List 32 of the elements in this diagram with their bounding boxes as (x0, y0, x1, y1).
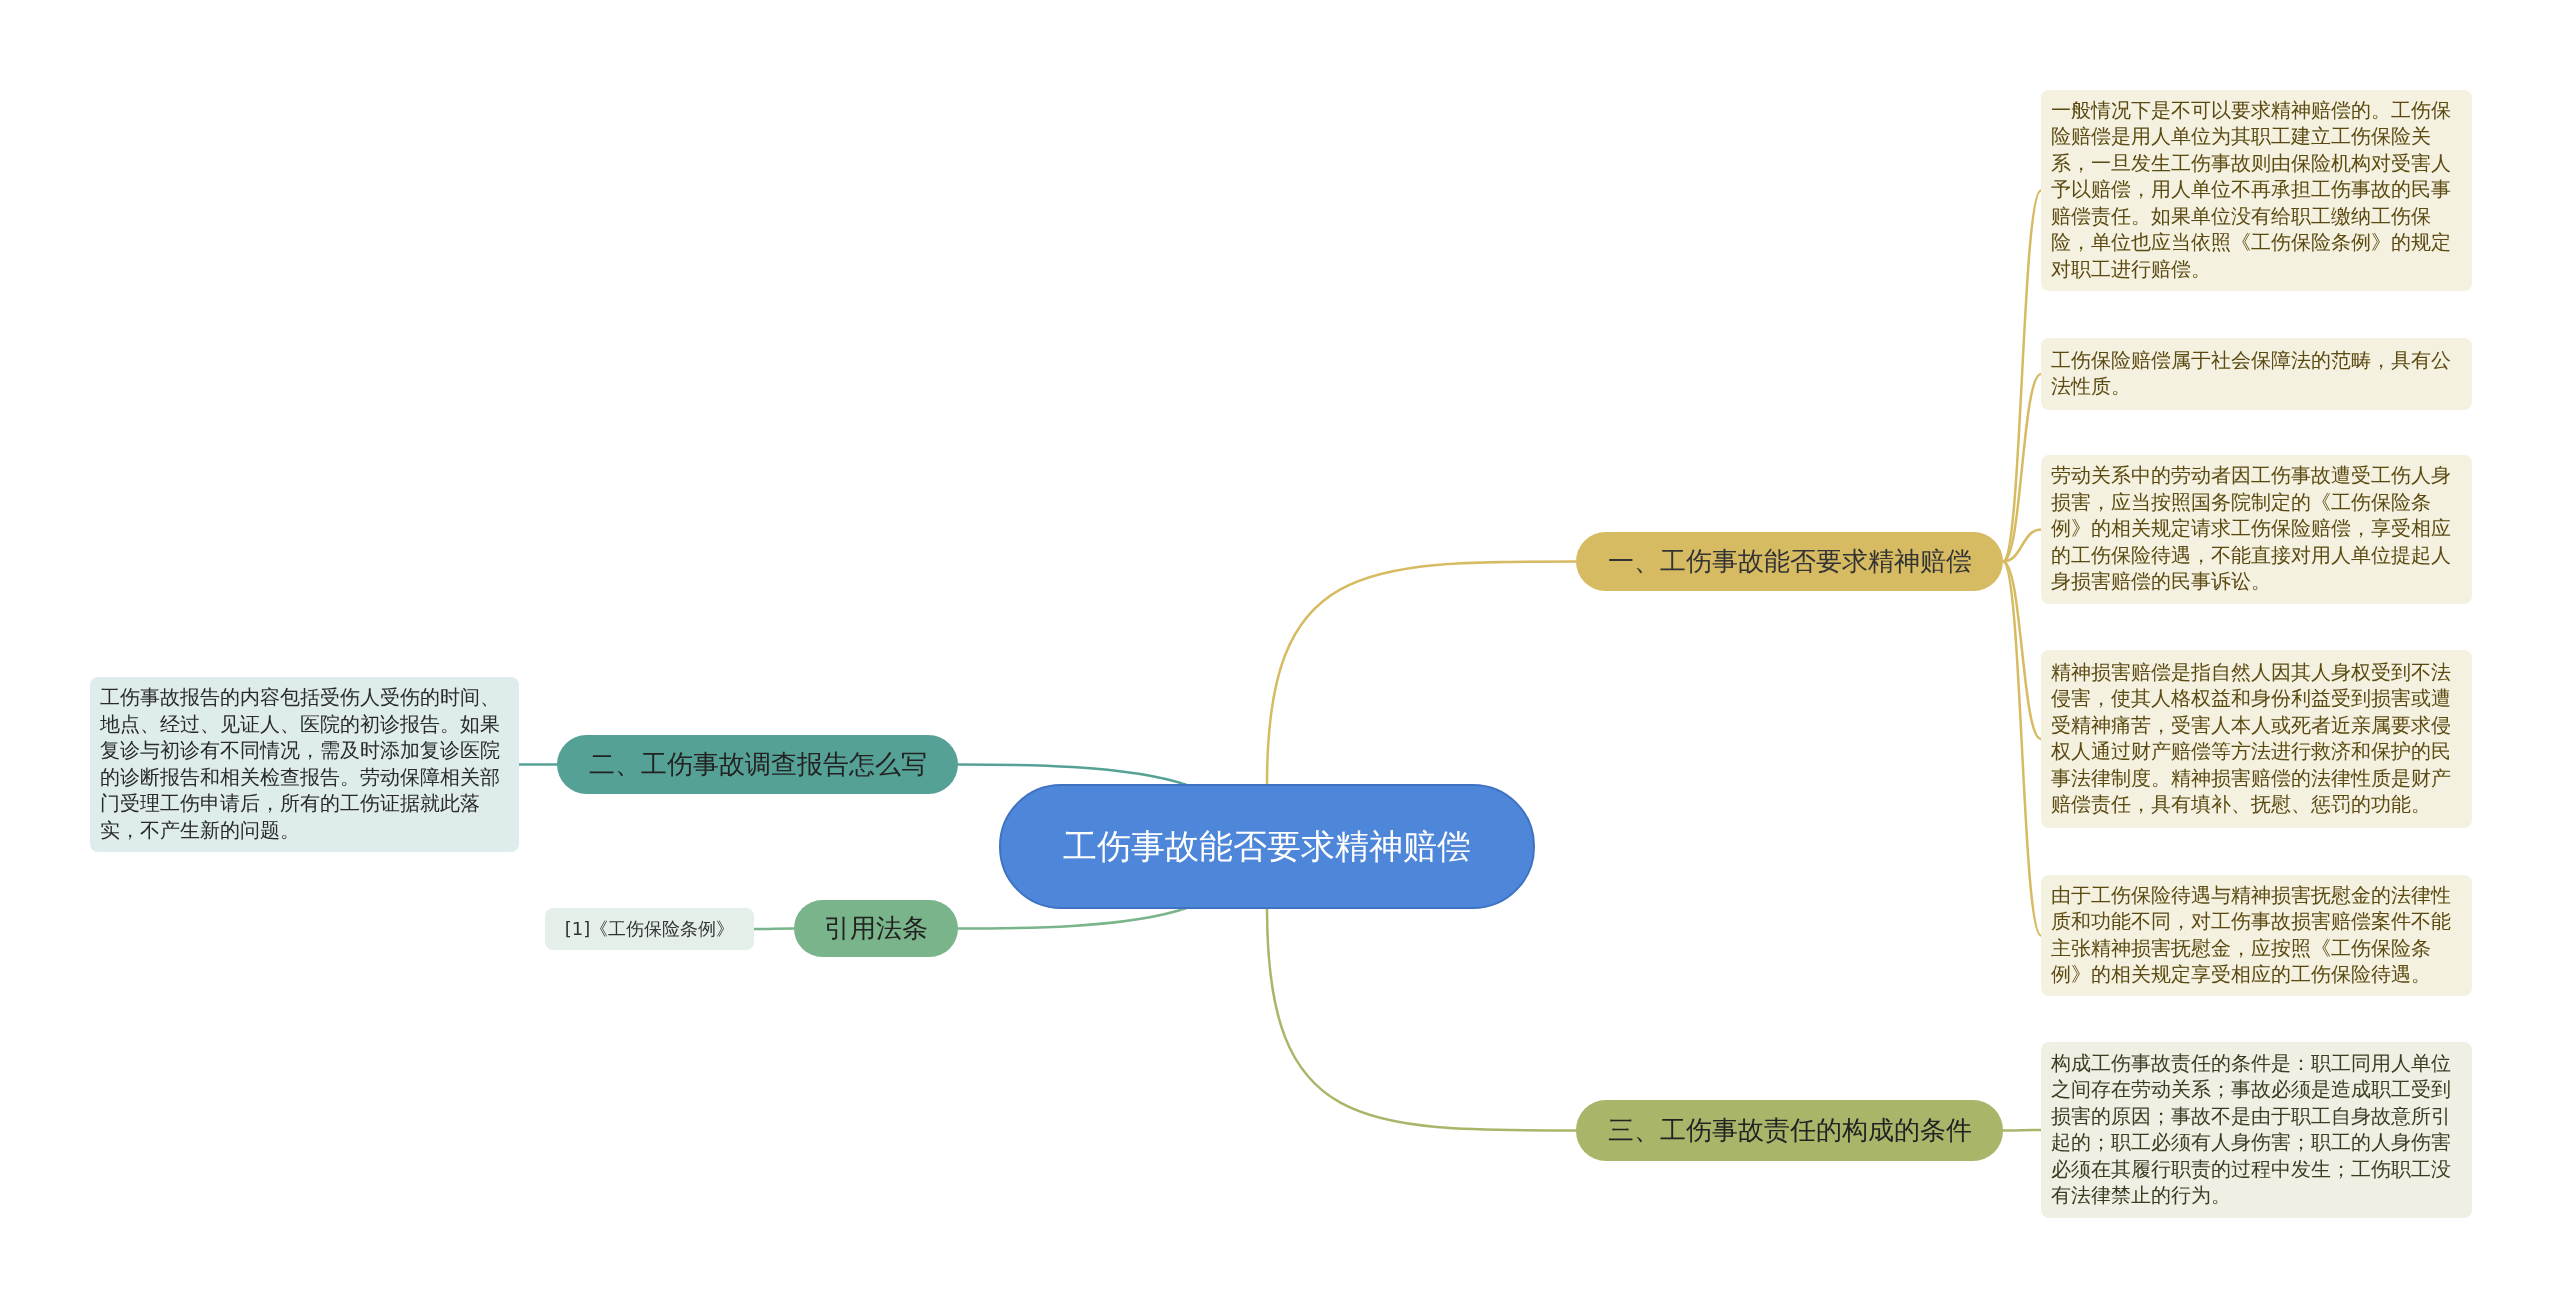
connector-line (1265, 560, 1576, 786)
connector-line (2001, 189, 2043, 563)
note-card (2041, 650, 2472, 828)
connector-line (2002, 560, 2042, 740)
connector-line (1265, 907, 1576, 1132)
connector-line (2001, 560, 2043, 937)
note-text: 构成工伤事故责任的条件是：职工同用人单位之间存在劳动关系；事故必须是造成职工受到损害的原因；事故不是由于职工自身故意所引起的；职工必须有人身伤害；职工的人身伤害必须在其履行职责的过程中发生；工伤职工没有法律禁止的行为。 (2051, 1050, 2452, 1209)
connector-line (958, 763, 1187, 787)
topic-text: 一、工伤事故能否要求精神赔偿 (1607, 545, 1972, 578)
topic-text: 工伤事故能否要求精神赔偿 (1063, 824, 1471, 868)
note-text: 由于工伤保险待遇与精神损害抚慰金的法律性质和功能不同，对工伤事故损害赔偿案件不能主张精神损害抚慰金，应按照《工伤保险条例》的相关规定享受相应的工伤保险待遇。 (2051, 882, 2452, 988)
connector-line (754, 927, 794, 931)
note-text: 一般情况下是不可以要求精神赔偿的。工伤保险赔偿是用人单位为其职工建立工伤保险关系，一旦发生工伤事故则由保险机构对受害人予以赔偿，用人单位不再承担工伤事故的民事赔偿责任。如果单位没有给职工缴纳工伤保险，单位也应当依照《工伤保险条例》的规定对职工进行赔偿。 (2051, 97, 2452, 283)
connector-line (958, 906, 1187, 930)
note-text: 工伤事故报告的内容包括受伤人受伤的时间、地点、经过、见证人、医院的初诊报告。如果复诊与初诊有不同情况，需及时添加复诊医院的诊断报告和相关检查报告。劳动保障相关部门受理工伤申请后，所有的工伤证据就此落实，不产生新的问题。 (100, 685, 501, 844)
note-card (2041, 338, 2472, 410)
note-text: 精神损害赔偿是指自然人因其人身权受到不法侵害，使其人格权益和身份利益受到损害或遭受精神痛苦，受害人本人或死者近亲属要求侵权人通过财产赔偿等方法进行救济和保护的民事法律制度。精神损害赔偿的法律性质是财产赔偿责任，具有填补、抚慰、惩罚的功能。 (2051, 659, 2452, 818)
note-card (2041, 455, 2472, 604)
note-text: 工伤保险赔偿属于社会保障法的范畴，具有公法性质。 (2051, 347, 2452, 400)
topic-text: 引用法条 (824, 912, 928, 945)
connector-line (2003, 1128, 2041, 1132)
note-card (545, 908, 754, 950)
note-card (90, 677, 519, 852)
connector-line (2002, 528, 2042, 563)
connector-line (519, 763, 557, 766)
note-card (2041, 875, 2472, 996)
note-text: [1]《工伤保险条例》 (564, 916, 735, 941)
topic-text: 二、工伤事故调查报告怎么写 (588, 748, 927, 781)
connector-line (2002, 373, 2042, 563)
note-text: 劳动关系中的劳动者因工伤事故遭受工伤人身损害，应当按照国务院制定的《工伤保险条例》的相关规定请求工伤保险赔偿，享受相应的工伤保险待遇，不能直接对用人单位提起人身损害赔偿的民事诉讼。 (2051, 463, 2452, 596)
note-card (2041, 1042, 2472, 1218)
topic-text: 三、工伤事故责任的构成的条件 (1607, 1114, 1972, 1147)
